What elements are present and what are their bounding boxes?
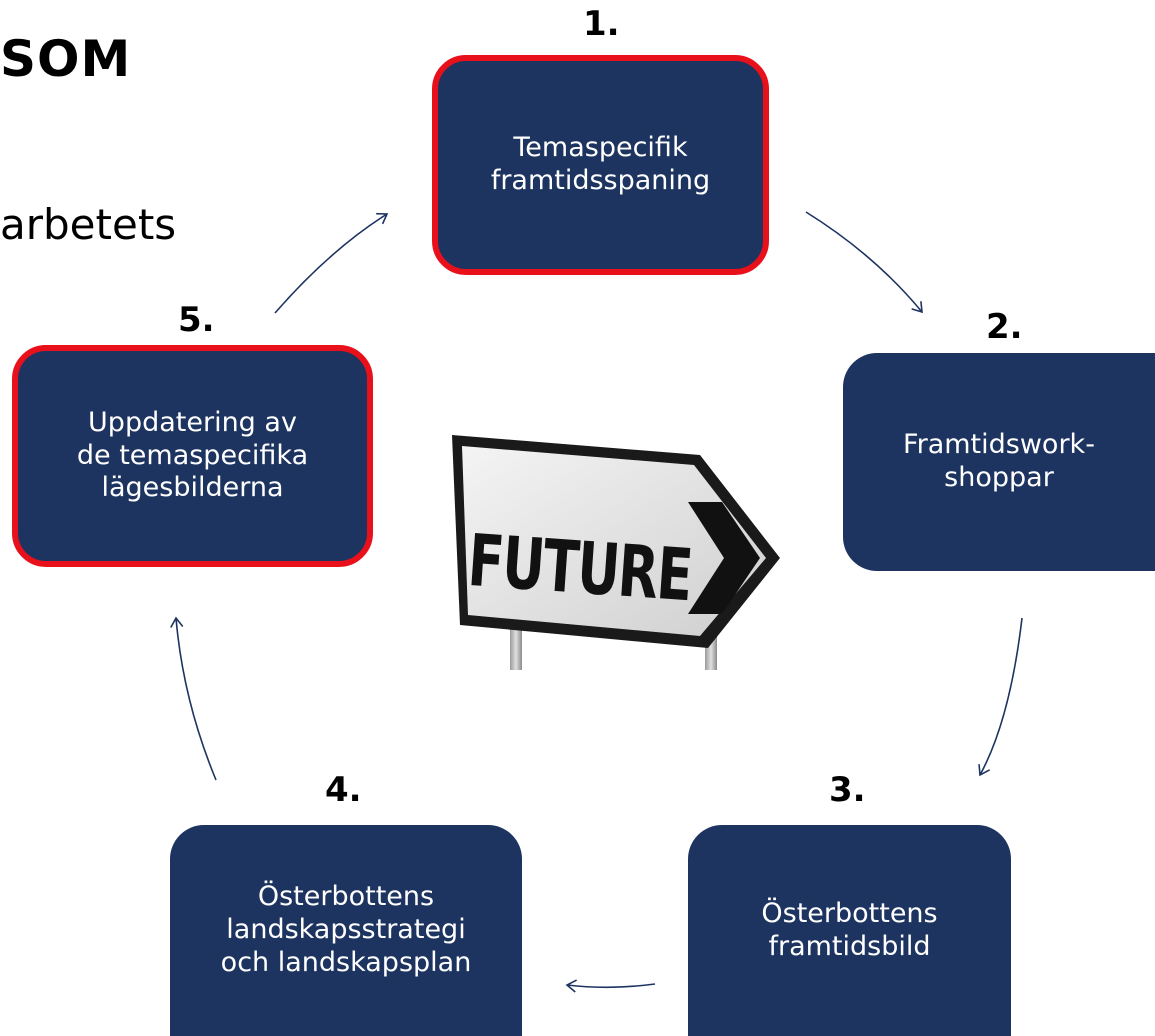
arrow-1-to-2 bbox=[805, 211, 923, 314]
slide-subtitle: arbetets bbox=[0, 200, 177, 249]
step-4-number: 4. bbox=[325, 770, 362, 810]
sign-text: FUTURE bbox=[465, 519, 693, 618]
step-2-box: Framtidswork- shoppar bbox=[843, 353, 1155, 571]
step-1-number: 1. bbox=[583, 4, 620, 44]
step-2-number: 2. bbox=[986, 307, 1023, 347]
step-4-box: Österbottens landskapsstrategi och lands… bbox=[170, 825, 522, 1036]
arrow-3-to-4 bbox=[565, 979, 656, 993]
sign-board bbox=[462, 446, 766, 636]
step-3-number: 3. bbox=[829, 770, 866, 810]
step-3-box: Österbottens framtidsbild bbox=[688, 825, 1011, 1036]
arrow-2-to-3 bbox=[978, 617, 1023, 777]
step-5-number: 5. bbox=[178, 300, 215, 340]
step-5-box: Uppdatering av de temaspecifika lägesbil… bbox=[12, 345, 373, 567]
sign-chevron bbox=[688, 502, 760, 614]
slide-title: SOM bbox=[0, 30, 132, 88]
arrow-5-to-1 bbox=[274, 212, 389, 314]
step-1-box: Temaspecifik framtidsspaning bbox=[432, 55, 769, 275]
future-arrow-sign-icon: FUTURE bbox=[452, 435, 780, 670]
arrow-4-to-5 bbox=[170, 616, 217, 781]
